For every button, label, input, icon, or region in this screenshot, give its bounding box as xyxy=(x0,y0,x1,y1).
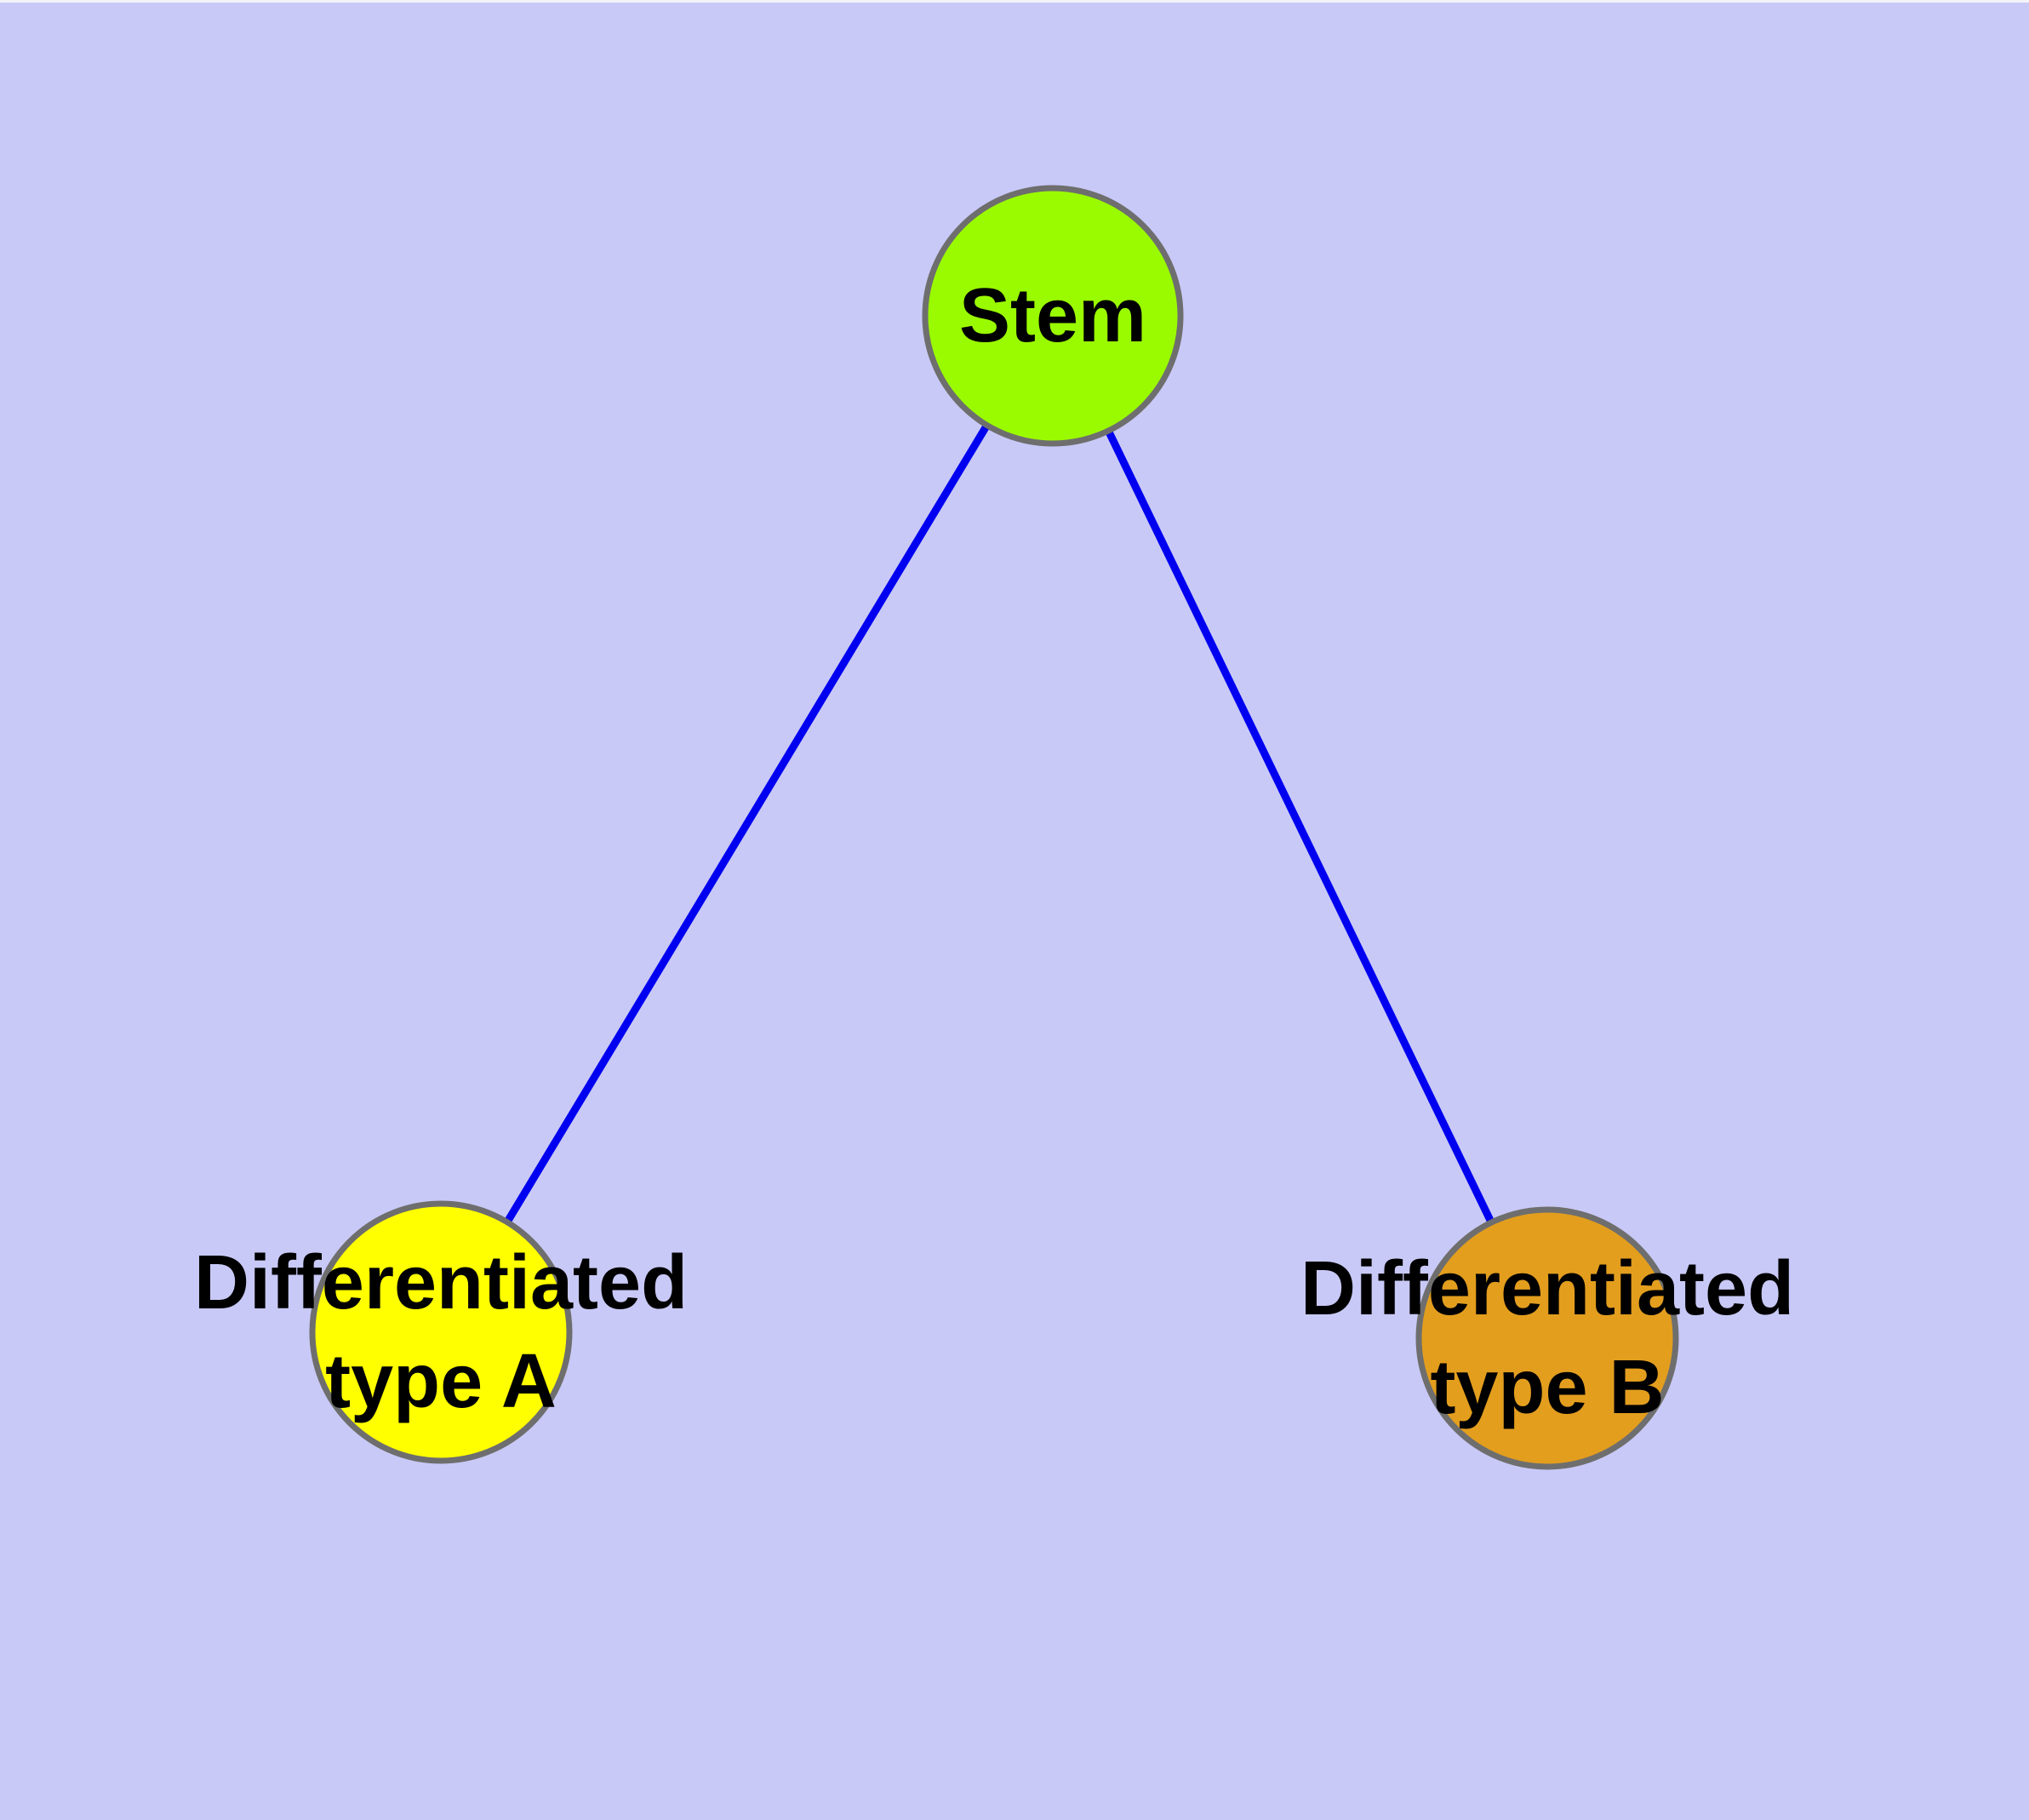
node-type-a xyxy=(309,1200,573,1464)
edge-stem-type-b xyxy=(1049,314,1552,1340)
edge-stem-type-a xyxy=(437,313,1056,1335)
node-stem xyxy=(922,185,1184,447)
node-type-b xyxy=(1415,1206,1679,1470)
canvas-top-edge-strip xyxy=(0,0,2029,3)
